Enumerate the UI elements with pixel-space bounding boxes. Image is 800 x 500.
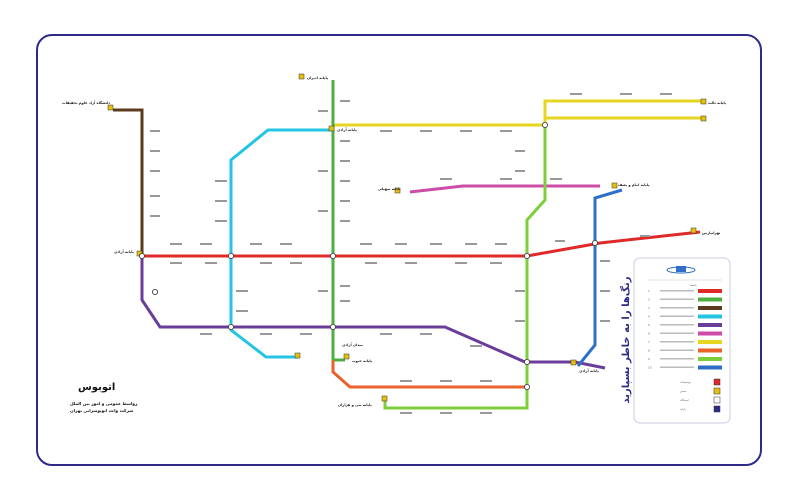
legend-route-label: 7 bbox=[648, 340, 650, 344]
legend-route-label: 5 bbox=[648, 323, 650, 327]
bus-stop-icon bbox=[713, 378, 721, 386]
legend-row-text bbox=[660, 298, 694, 300]
legend-logo-icon bbox=[666, 266, 696, 274]
terminal-label-brown-north: دانشگاه آزاد علوم تحقیقات bbox=[62, 100, 110, 105]
legend-row-text bbox=[660, 324, 694, 326]
brand-logo: اتوبوس رواسط عمومی و امور بین الملل شرکت… bbox=[70, 382, 138, 413]
terminal-label-cyan-south: میدان آزادی bbox=[342, 342, 363, 347]
legend-swatch bbox=[698, 306, 722, 310]
yellow-route-line-branch bbox=[543, 116, 705, 125]
terminal-label-yellow-east: پایانه ثالث bbox=[708, 101, 727, 105]
legend-icon-label: مسیر bbox=[679, 389, 687, 393]
brand-line-1: رواسط عمومی و امور بین الملل bbox=[70, 401, 138, 406]
legend-route-label: 6 bbox=[648, 332, 650, 336]
legend-route-label: 9 bbox=[648, 357, 650, 361]
terminal-label-lightgreen-south: پایانه بنی و هزاران bbox=[338, 403, 372, 407]
legend-row-text bbox=[660, 307, 694, 309]
terminal-label-red-east: تهرانپارس bbox=[702, 231, 721, 235]
legend-route-label: 4 bbox=[648, 315, 650, 319]
yellow-route-line bbox=[333, 99, 705, 127]
legend-swatch bbox=[698, 314, 722, 319]
red-route-line bbox=[142, 230, 701, 258]
legend-icon-label: ایستگاه bbox=[680, 398, 689, 402]
terminal-label-pink-west: پایانه سهیلی bbox=[378, 187, 401, 191]
terminal-icon bbox=[713, 387, 721, 395]
blue-route-line bbox=[576, 188, 623, 367]
legend-row-text bbox=[660, 332, 694, 334]
legend-swatch bbox=[698, 323, 722, 327]
metro-icon bbox=[713, 405, 721, 413]
legend-swatch bbox=[698, 365, 722, 370]
terminal-label-green-north: پایانه ادیران bbox=[307, 76, 329, 80]
terminal-label-purple-south: پایانه جنوب bbox=[352, 359, 373, 363]
terminal-label-pink-east: پایانه امام و نصف bbox=[618, 183, 650, 187]
pink-route-line bbox=[409, 184, 600, 194]
legend-route-label: 2 bbox=[648, 298, 650, 302]
legend-swatch bbox=[698, 340, 722, 344]
legend-title: راهنما bbox=[690, 283, 698, 287]
legend-icon-label: توضیحات bbox=[680, 380, 691, 384]
legend-swatch bbox=[698, 357, 722, 361]
legend-swatch bbox=[698, 289, 722, 293]
brown-route-line bbox=[113, 108, 144, 256]
legend-swatch bbox=[698, 297, 722, 302]
terminal-label-north-node: پایانه آزادی bbox=[337, 127, 357, 132]
interchange-nodes bbox=[138, 122, 599, 390]
terminal-label-red-west: پایانه آزادی bbox=[114, 249, 134, 254]
terminal-markers bbox=[107, 73, 707, 402]
legend-swatch bbox=[698, 331, 722, 336]
station-ticks bbox=[150, 93, 672, 414]
legend-row-text bbox=[660, 315, 694, 317]
legend-route-label: 1 bbox=[648, 289, 650, 293]
legend-row-text bbox=[660, 341, 694, 343]
legend-route-label: 3 bbox=[648, 306, 650, 310]
cyan-route-line bbox=[229, 128, 333, 359]
interchange-icon bbox=[713, 396, 721, 404]
lightgreen-route-line bbox=[383, 125, 547, 410]
brand-line-2: شرکت واحد اتوبوسرانی تهران bbox=[70, 408, 133, 413]
vertical-slogan: رنگ‌ها را به خاطر بسپارید bbox=[620, 276, 632, 403]
purple-route-line bbox=[140, 256, 606, 370]
legend-route-label: 10 bbox=[648, 366, 652, 370]
legend-row-text bbox=[660, 349, 694, 351]
brand-logo-mark: اتوبوس bbox=[78, 382, 115, 393]
legend-swatch bbox=[698, 348, 722, 353]
legend-row-text bbox=[660, 366, 694, 368]
legend-row-text bbox=[660, 358, 694, 360]
orange-route-line bbox=[331, 360, 527, 389]
terminal-label-blue-south: پایانه آزادی bbox=[579, 368, 599, 373]
legend-icon-label: پایانه bbox=[680, 407, 686, 411]
legend-panel: 1 2 3 4 5 6 7 8 9 10 توضیحات مسیر ایستگاه پایانه راهن… bbox=[633, 257, 731, 424]
legend-row-text bbox=[660, 290, 694, 292]
legend-route-label: 8 bbox=[648, 349, 650, 353]
